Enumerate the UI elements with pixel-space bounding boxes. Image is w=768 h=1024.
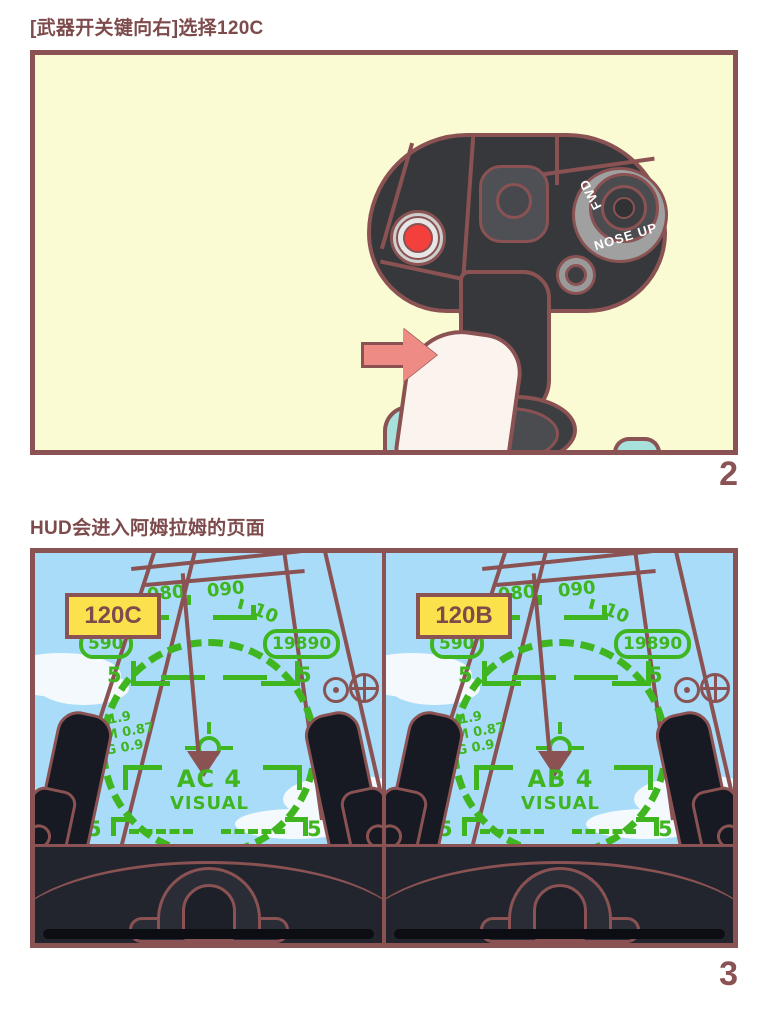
dashboard-lip [43, 929, 374, 939]
pitch-bracket-bottom-right [636, 817, 659, 836]
hud-view-right: 080 090 10 590 19890 5 5 ∝ 1.9 M 0.87 G … [386, 553, 733, 943]
horizon-bar-left [161, 675, 205, 680]
panel-number-2: 2 [719, 455, 738, 493]
target-designator-arrow [187, 751, 221, 777]
pitch-bracket-left [482, 661, 521, 686]
mode-bracket-right [263, 765, 302, 790]
pitch-bracket-bottom-left [462, 817, 485, 836]
annotation-tag-left: 120C [65, 593, 161, 639]
pitch-bracket-right [612, 661, 651, 686]
pitch-ladder-tick [602, 605, 607, 619]
horizon-bar-right [574, 675, 618, 680]
pitch-dash-right [572, 829, 636, 834]
heading-tick [187, 595, 191, 605]
direction-arrow-shaft [361, 342, 407, 368]
weapon-submode-label: VISUAL [169, 793, 250, 814]
weapon-mode-label: AC 4 [176, 765, 243, 793]
pitch-ladder-tick [251, 605, 256, 619]
mode-bracket-right [614, 765, 653, 790]
dashboard-lip [394, 929, 725, 939]
small-button-icon[interactable] [556, 255, 596, 295]
hud-view-left: 080 090 10 590 19890 5 5 ∝ 1.9 M 0.87 G … [35, 553, 382, 943]
radar-cross-icon [700, 673, 730, 703]
pitch-ladder-bar-right [213, 615, 257, 620]
altitude-box: 19890 [614, 629, 692, 659]
pitch-value-bottom-right: 5 [307, 817, 322, 841]
pitch-value-left: 5 [458, 663, 473, 687]
panel-number-3: 3 [719, 955, 738, 993]
heading-tick [588, 598, 596, 610]
cockpit-dashboard [386, 844, 733, 943]
canopy-frame-top [482, 553, 652, 571]
heading-tick [538, 595, 542, 605]
annotation-tag-right: 120B [416, 593, 512, 639]
radar-symbol-icon [323, 677, 349, 703]
mode-bracket-left [123, 765, 162, 790]
weapon-mode-label: AB 4 [527, 765, 594, 793]
panel-3-caption: HUD会进入阿姆拉姆的页面 [30, 518, 266, 539]
pitch-value-left: 5 [107, 663, 122, 687]
pitch-ladder-bar-right [564, 615, 608, 620]
target-designator-arrow [538, 751, 572, 777]
pitch-dash-right [221, 829, 285, 834]
pilot-sleeve-right [613, 437, 661, 450]
red-pickle-button-icon[interactable] [403, 223, 433, 253]
pitch-bracket-left [131, 661, 170, 686]
pitch-value-right: 5 [297, 663, 312, 687]
canopy-frame-top [131, 553, 301, 571]
trim-dial-center [613, 197, 635, 219]
small-button-center [565, 264, 587, 286]
dashboard-arc [35, 861, 382, 943]
weapon-submode-label: VISUAL [520, 793, 601, 814]
altitude-box: 19890 [263, 629, 341, 659]
horizon-bar-left [512, 675, 556, 680]
flight-path-marker-stem [557, 722, 562, 734]
panel-3-hud-illustration: 080 090 10 590 19890 5 5 ∝ 1.9 M 0.87 G … [30, 548, 738, 948]
mode-bracket-left [474, 765, 513, 790]
right-arrow-icon [403, 328, 437, 382]
radar-cross-icon [349, 673, 379, 703]
pitch-bracket-bottom-right [285, 817, 308, 836]
grip-seam-right [555, 135, 559, 185]
pitch-bracket-bottom-left [111, 817, 134, 836]
cockpit-dashboard [35, 844, 382, 943]
heading-tick [237, 598, 245, 610]
panel-2-caption: [武器开关键向右]选择120C [30, 18, 264, 39]
pitch-dash-left [129, 829, 193, 834]
pitch-bracket-right [261, 661, 300, 686]
hat-switch-center [496, 183, 532, 219]
pitch-dash-left [480, 829, 544, 834]
radar-symbol-icon [674, 677, 700, 703]
panel-2-joystick-illustration: FWD NOSE UP [30, 50, 738, 455]
pitch-value-right: 5 [648, 663, 663, 687]
pitch-value-bottom-right: 5 [658, 817, 673, 841]
flight-path-marker-stem [206, 722, 211, 734]
horizon-bar-right [223, 675, 267, 680]
dashboard-arc [386, 861, 733, 943]
